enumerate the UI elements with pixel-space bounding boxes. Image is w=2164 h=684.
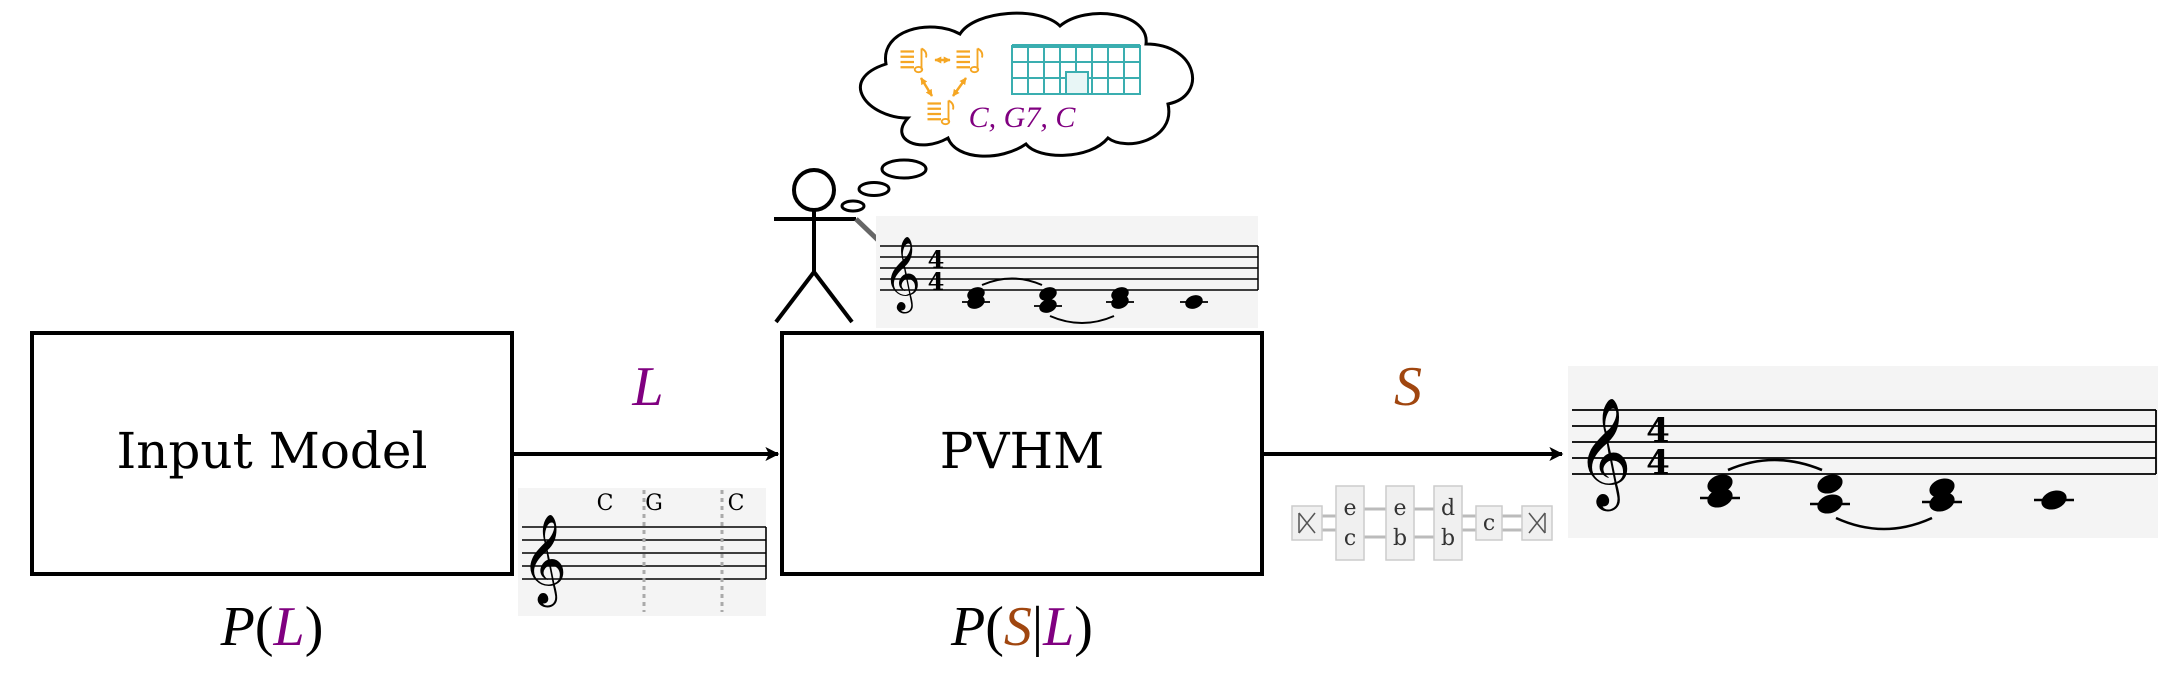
treble-clef-icon: 𝄞: [1576, 398, 1632, 511]
svg-text:b: b: [1441, 526, 1455, 551]
graph-cell-4: c: [1475, 505, 1503, 541]
leadsheet-chord-1: C: [597, 491, 614, 516]
graph-cell-1: e c: [1335, 485, 1365, 561]
score-small: 𝄞 4 4: [876, 216, 1259, 328]
building-icon: [1011, 44, 1141, 95]
svg-text:4: 4: [928, 267, 945, 296]
graph-start-cell: [1291, 505, 1323, 541]
svg-text:e: e: [1393, 496, 1406, 521]
input-model-label: Input Model: [116, 422, 427, 480]
svg-text:e: e: [1343, 496, 1356, 521]
graph-end-cell: [1521, 505, 1553, 541]
treble-clef-icon: 𝄞: [883, 237, 921, 314]
pvhm-box: PVHM: [780, 331, 1264, 576]
input-model-formula: P(L): [220, 596, 324, 658]
latent-arrow-label: L: [631, 356, 663, 418]
leadsheet-snippet: 𝄞 C G C: [518, 488, 767, 616]
graph-cell-2: e b: [1385, 485, 1415, 561]
input-model-box: Input Model: [30, 331, 514, 576]
thought-chords: C, G7, C: [969, 101, 1077, 134]
svg-text:4: 4: [1646, 443, 1670, 483]
svg-text:b: b: [1393, 526, 1407, 551]
thought-bubble-icon: [840, 11, 1194, 213]
pvhm-label: PVHM: [940, 422, 1105, 480]
svg-text:c: c: [1483, 511, 1495, 536]
stick-figure-icon: [774, 168, 856, 324]
music-motif-icon: [899, 47, 984, 126]
svg-text:d: d: [1441, 496, 1455, 521]
svg-text:c: c: [1344, 526, 1356, 551]
leadsheet-chord-2: G: [645, 491, 663, 516]
svg-text:4: 4: [1646, 411, 1670, 451]
leadsheet-chord-3: C: [728, 491, 745, 516]
surface-arrow-label: S: [1394, 356, 1422, 418]
score-large: 𝄞 4 4: [1568, 366, 2158, 538]
treble-clef-icon: 𝄞: [521, 514, 567, 608]
graph-cell-3: d b: [1433, 485, 1463, 561]
pvhm-formula: P(S|L): [950, 596, 1093, 658]
svg-text:4: 4: [928, 245, 945, 274]
voice-graph-snippet: e c e b d b c: [1291, 485, 1553, 561]
